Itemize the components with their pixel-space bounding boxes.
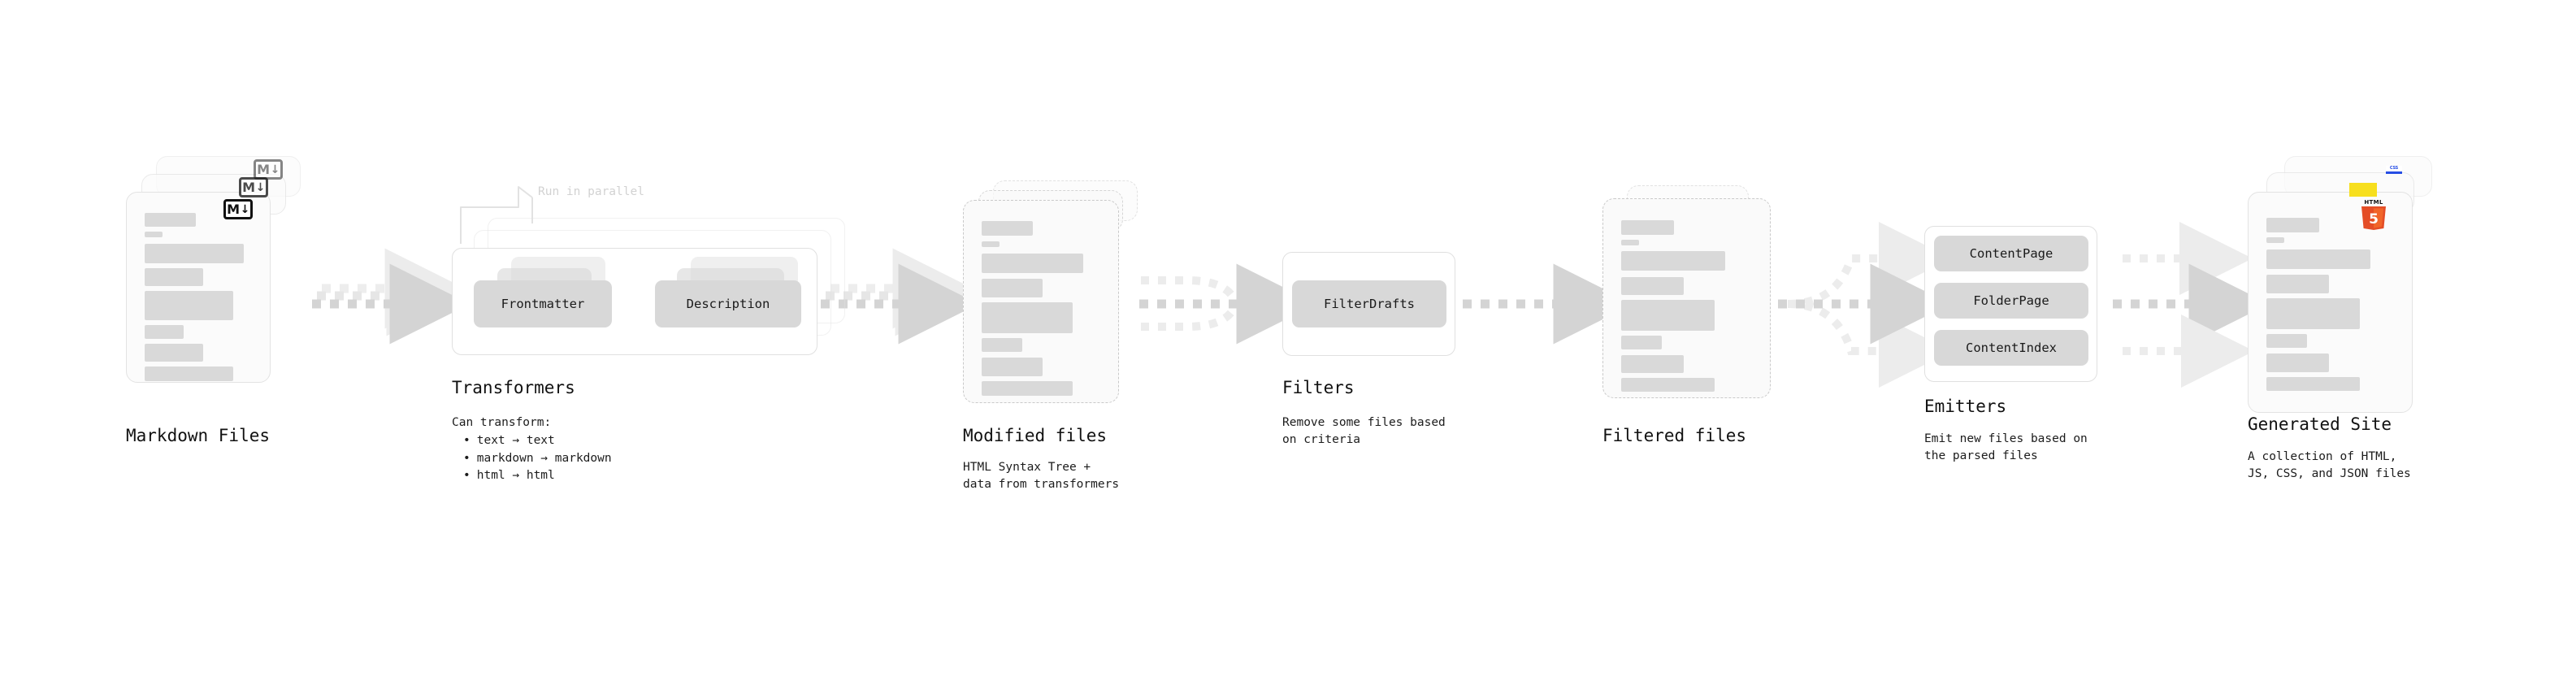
arrow-emitters-to-site [2113, 222, 2270, 388]
transformers-bullets: Can transform: text → text markdown → ma… [452, 414, 612, 485]
transformer-pill-label: Frontmatter [501, 297, 585, 311]
emitter-pill-label: ContentIndex [1966, 340, 2057, 355]
skeleton-bar [982, 381, 1073, 396]
emitter-pill-label: FolderPage [1973, 293, 2049, 308]
html5-icon: HTML 5 [2360, 199, 2387, 230]
markdown-icon-arrow: ↓ [240, 202, 250, 216]
skeleton-bar [2266, 275, 2329, 293]
transformer-pill-description[interactable]: Description [655, 280, 801, 327]
markdown-icon: M↓ [254, 159, 283, 180]
skeleton-bar [982, 358, 1043, 376]
filter-pill-label: FilterDrafts [1324, 297, 1415, 311]
transformers-bullet-item: text → text [463, 432, 612, 450]
skeleton-bar [1621, 240, 1639, 245]
emitter-pill-contentpage[interactable]: ContentPage [1934, 236, 2088, 271]
skeleton-bar [2266, 298, 2360, 329]
arrow-filtered-to-emitters [1778, 222, 1952, 388]
emitters-title: Emitters [1924, 397, 2007, 416]
transformers-bullet-list: text → text markdown → markdown html → h… [452, 432, 612, 485]
transformer-pill-label: Description [686, 297, 770, 311]
skeleton-bar [145, 367, 233, 381]
html5-icon-label: HTML [2364, 199, 2383, 206]
markdown-icon: M↓ [223, 199, 253, 219]
css-icon: CSS [2386, 166, 2402, 174]
transformers-bullet-item: html → html [463, 467, 612, 485]
skeleton-bar [1621, 378, 1715, 392]
markdown-card-front [126, 192, 271, 383]
filters-subtitle: Remove some files based on criteria [1282, 416, 1446, 446]
arrow-modified-to-filters [1139, 263, 1317, 345]
skeleton-bar [145, 291, 233, 320]
skeleton-bar [2266, 218, 2319, 232]
transformers-bullets-head: Can transform: [452, 416, 552, 429]
emitter-pill-folderpage[interactable]: FolderPage [1934, 283, 2088, 319]
transformers-bullet-item: markdown → markdown [463, 450, 612, 468]
skeleton-bar [145, 244, 244, 263]
skeleton-bar [2266, 354, 2329, 372]
skeleton-bar [982, 254, 1083, 273]
modified-files-subtitle: HTML Syntax Tree + data from transformer… [963, 461, 1120, 491]
html5-icon-number: 5 [2369, 211, 2379, 228]
filtered-card-front [1602, 198, 1771, 398]
markdown-icon-letter: M [257, 161, 270, 177]
skeleton-bar [145, 325, 184, 339]
skeleton-bar [145, 268, 203, 286]
site-card-front [2248, 192, 2413, 413]
skeleton-bar [2266, 377, 2360, 391]
modified-files-title: Modified files [963, 426, 1108, 445]
html5-icon-shield: 5 [2361, 206, 2386, 230]
markdown-icon-arrow: ↓ [255, 180, 266, 194]
skeleton-bar [145, 232, 163, 237]
skeleton-bar [982, 241, 1000, 247]
markdown-icon-arrow: ↓ [270, 163, 280, 176]
skeleton-bar [2266, 237, 2284, 243]
markdown-icon-letter: M [242, 179, 255, 195]
skeleton-bar [1621, 251, 1725, 271]
js-icon [2349, 183, 2377, 197]
transformer-pill-frontmatter[interactable]: Frontmatter [474, 280, 612, 327]
skeleton-bar [1621, 336, 1662, 349]
markdown-icon: M↓ [239, 177, 268, 197]
skeleton-bar [145, 213, 196, 227]
generated-site-subtitle: A collection of HTML, JS, CSS, and JSON … [2248, 450, 2411, 480]
transformers-title: Transformers [452, 378, 575, 397]
skeleton-bar [1621, 277, 1684, 295]
skeleton-bar [145, 344, 203, 362]
skeleton-bar [1621, 220, 1674, 235]
emitter-pill-contentindex[interactable]: ContentIndex [1934, 330, 2088, 366]
emitter-pill-label: ContentPage [1969, 246, 2053, 261]
generated-site-title: Generated Site [2248, 414, 2392, 434]
css-icon-bar [2386, 171, 2402, 174]
skeleton-bar [2266, 249, 2370, 269]
filtered-files-title: Filtered files [1602, 426, 1747, 445]
skeleton-bar [982, 279, 1043, 297]
skeleton-bar [1621, 355, 1684, 373]
markdown-files-title: Markdown Files [126, 426, 271, 445]
modified-card-front [963, 200, 1119, 403]
skeleton-bar [982, 221, 1033, 236]
filter-pill-filterdrafts[interactable]: FilterDrafts [1292, 280, 1446, 327]
skeleton-bar [982, 302, 1073, 333]
skeleton-bar [982, 338, 1022, 352]
arrow-markdown-to-transformers [312, 248, 471, 345]
skeleton-bar [2266, 334, 2307, 348]
markdown-icon-letter: M [227, 201, 240, 217]
run-in-parallel-label: Run in parallel [538, 185, 644, 198]
filters-title: Filters [1282, 378, 1355, 397]
emitters-subtitle: Emit new files based on the parsed files [1924, 432, 2088, 462]
skeleton-bar [1621, 300, 1715, 331]
css-icon-label: CSS [2386, 166, 2402, 171]
